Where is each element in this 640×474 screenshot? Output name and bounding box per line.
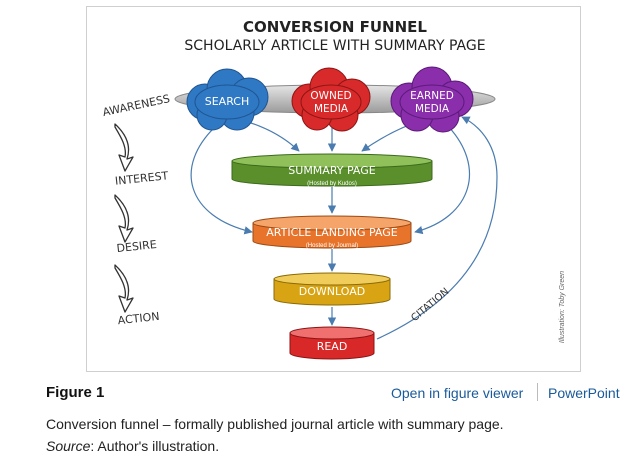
cloud-earned-media: EARNED MEDIA — [390, 66, 474, 133]
diagram-subtitle: SCHOLARLY ARTICLE WITH SUMMARY PAGE — [184, 38, 485, 54]
read-label: READ — [317, 340, 348, 353]
stage-arrow-1 — [114, 123, 134, 172]
stage-action: ACTION — [117, 310, 160, 327]
summary-page-host: (Hosted by Kudos) — [307, 181, 357, 187]
stage-desire: DESIRE — [116, 238, 157, 255]
cloud-search-label: SEARCH — [205, 95, 250, 108]
citation-loop-arrow — [376, 116, 498, 340]
cloud-owned-label-2: MEDIA — [314, 103, 349, 115]
figure-source: Source: Author's illustration. — [46, 438, 219, 454]
caption-bar: Figure 1 Open in figure viewer PowerPoin… — [46, 382, 626, 404]
cloud-owned-media: OWNED MEDIA — [291, 67, 371, 132]
cloud-earned-label-2: MEDIA — [415, 103, 450, 115]
download-stage: DOWNLOAD — [273, 272, 391, 306]
stage-arrow-2 — [114, 194, 134, 243]
stage-arrow-3 — [114, 264, 134, 313]
arrow-search-landing — [190, 124, 253, 235]
article-landing-label: ARTICLE LANDING PAGE — [266, 226, 397, 239]
cloud-owned-label-1: OWNED — [310, 90, 351, 102]
source-label: Source — [46, 438, 91, 454]
powerpoint-link[interactable]: PowerPoint — [548, 385, 620, 401]
cloud-earned-label-1: EARNED — [410, 90, 454, 102]
summary-page-label: SUMMARY PAGE — [288, 164, 375, 177]
figure-frame: CONVERSION FUNNEL SCHOLARLY ARTICLE WITH… — [86, 6, 581, 372]
stage-interest: INTEREST — [114, 169, 169, 188]
summary-page-stage: SUMMARY PAGE (Hosted by Kudos) — [231, 153, 433, 187]
arrow-earned-landing — [414, 124, 471, 235]
illustration-credit: Illustration: Toby Green — [559, 271, 566, 343]
cloud-search: SEARCH — [186, 68, 269, 131]
diagram-title: CONVERSION FUNNEL — [243, 18, 427, 36]
link-divider — [537, 383, 538, 401]
article-landing-stage: ARTICLE LANDING PAGE (Hosted by Journal) — [252, 215, 412, 249]
conversion-funnel-diagram: CONVERSION FUNNEL SCHOLARLY ARTICLE WITH… — [101, 18, 566, 360]
citation-label: CITATION — [409, 286, 451, 324]
download-label: DOWNLOAD — [299, 285, 365, 298]
figure-caption: Conversion funnel – formally published j… — [46, 416, 504, 432]
article-landing-host: (Hosted by Journal) — [306, 243, 358, 249]
source-text: : Author's illustration. — [90, 438, 220, 454]
open-figure-viewer-link[interactable]: Open in figure viewer — [391, 385, 524, 401]
read-stage: READ — [289, 326, 375, 360]
figure-label: Figure 1 — [46, 384, 105, 401]
stage-awareness: AWARENESS — [101, 92, 171, 119]
